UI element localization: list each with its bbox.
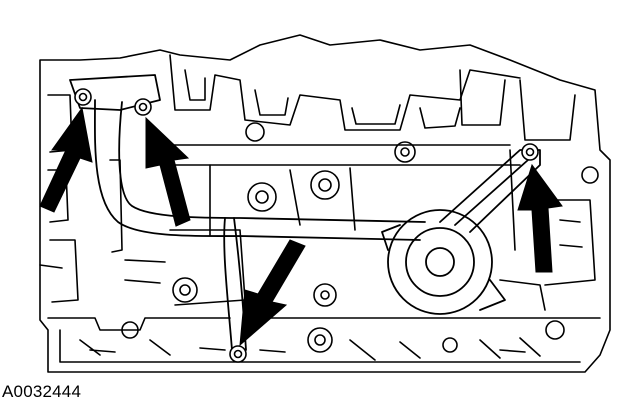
callout-arrows (39, 106, 563, 347)
bolt-upper-middle (134, 98, 152, 116)
bolts (74, 88, 539, 363)
figure-id-label: A0032444 (2, 382, 82, 401)
bolt-lower-center (229, 345, 247, 363)
bolt-arrow-right (517, 163, 563, 273)
oil-pickup-tube (69, 74, 541, 351)
bolt-right (521, 143, 539, 161)
engine-block-outline (39, 34, 611, 373)
bolt-arrow-upper-left (39, 106, 93, 213)
bolt-arrow-lower-center (239, 239, 306, 347)
bolt-arrow-upper-middle (145, 116, 191, 227)
bolt-upper-left (74, 88, 92, 106)
